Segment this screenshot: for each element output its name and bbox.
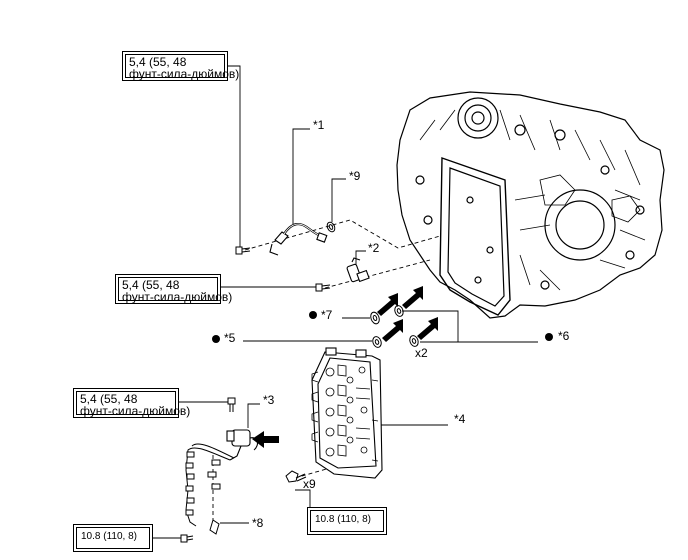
arrow-icon [402,286,423,309]
arrow-icon [417,317,438,340]
sensor-part-2 [346,257,370,283]
torque-value-imperial: фунт-сила-дюймов) [129,67,240,81]
solenoid-part-3 [226,429,259,461]
callout-7: *7 [321,308,333,322]
wire-harness-part-8 [185,443,235,535]
filled-circle-icon [212,335,220,343]
leader-lines [152,65,538,539]
bolt-valve-body [285,470,307,483]
bolt-bottom-left [180,534,194,543]
torque-value: 5,4 (55, 48 [80,392,138,406]
torque-value-imperial: фунт-сила-дюймов) [80,404,191,418]
arrow-icon [252,286,438,448]
callout-3: *3 [263,393,275,407]
filled-circle-icon [309,311,317,319]
arrow-icon [382,319,403,342]
torque-spec-top-inner: 5,4 (55, 48 фунт-сила-дюймов) [125,54,240,81]
callout-8: *8 [252,516,264,530]
torque-spec-lower-inner: 5,4 (55, 48 фунт-сила-дюймов) [76,391,191,418]
torque-value: 10.8 (110, 8) [310,510,384,532]
torque-spec-bottom-right: 10.8 (110, 8) [307,507,387,535]
assembly-lines [212,219,441,522]
bolt-middle [315,283,331,292]
callout-6: *6 [558,329,570,343]
arrow-icon [377,293,398,316]
filled-circle-icon [545,333,553,341]
callout-1: *1 [313,118,325,132]
arrow-icon [252,431,279,448]
callout-9: *9 [349,169,361,183]
o-ring-part-9 [326,221,336,233]
torque-spec-lower: 5,4 (55, 48 фунт-сила-дюймов) [73,388,191,418]
callout-5: *5 [224,331,236,345]
torque-value-imperial: фунт-сила-дюймов) [122,290,233,304]
transaxle-housing [396,91,665,319]
torque-value: 5,4 (55, 48 [122,278,180,292]
bolt-lower [227,397,236,412]
quantity-seals: x2 [415,346,428,360]
torque-spec-bottom-left: 10.8 (110, 8) [73,524,153,552]
torque-value: 10.8 (110, 8) [76,527,150,549]
callout-4: *4 [454,412,466,426]
callout-2: *2 [368,241,380,255]
filled-circle-icon [212,311,553,343]
quantity-bolts: x9 [303,477,316,491]
speed-sensor-part-1 [269,222,328,256]
torque-spec-middle: 5,4 (55, 48 фунт-сила-дюймов) [115,274,233,304]
bolt-top [235,246,251,255]
torque-spec-middle-inner: 5,4 (55, 48 фунт-сила-дюймов) [118,277,233,304]
torque-spec-top: 5,4 (55, 48 фунт-сила-дюймов) [122,51,240,81]
valve-body-part-4 [311,347,383,479]
torque-value: 5,4 (55, 48 [129,55,187,69]
